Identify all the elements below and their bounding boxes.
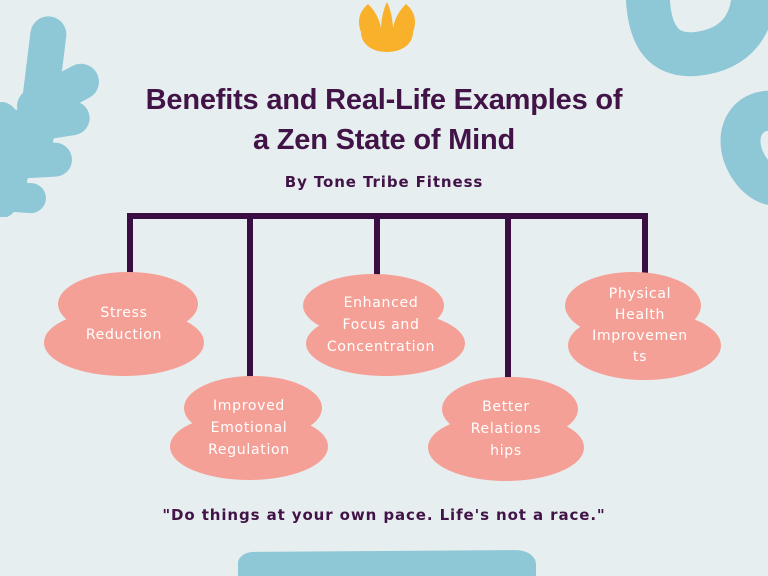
connector-horizontal	[127, 213, 648, 219]
node-label: Improved Emotional Regulation	[208, 398, 290, 458]
connector-branch-1	[127, 213, 133, 277]
page-title-line1: Benefits and Real-Life Examples of	[145, 84, 623, 116]
page-subtitle: By Tone Tribe Fitness	[284, 173, 484, 191]
page-title-line2: a Zen State of Mind	[252, 124, 516, 156]
lotus-icon	[358, 2, 416, 52]
node-label: Enhanced Focus and Concentration	[326, 295, 436, 355]
node-label: Physical Health Improvemen ts	[592, 286, 688, 365]
node-stress-reduction: Stress Reduction	[44, 272, 204, 376]
node-label: Better Relations hips	[470, 399, 542, 459]
node-better-relationships: Better Relations hips	[428, 377, 584, 481]
node-improved-emotional-regulation: Improved Emotional Regulation	[170, 376, 328, 480]
brush-stroke-icon	[237, 549, 537, 576]
connector-branch-3	[374, 213, 380, 281]
node-label: Stress Reduction	[85, 305, 163, 343]
connector-branch-2	[247, 213, 253, 383]
node-enhanced-focus-and-concentration: Enhanced Focus and Concentration	[300, 274, 466, 376]
page-title: Benefits and Real-Life Examples of a Zen…	[0, 80, 768, 160]
connector-branch-5	[642, 213, 648, 275]
connector-branch-4	[505, 213, 511, 383]
footer-quote: "Do things at your own pace. Life's not …	[162, 506, 606, 524]
node-physical-health-improvements: Physical Health Improvemen ts	[562, 272, 722, 380]
